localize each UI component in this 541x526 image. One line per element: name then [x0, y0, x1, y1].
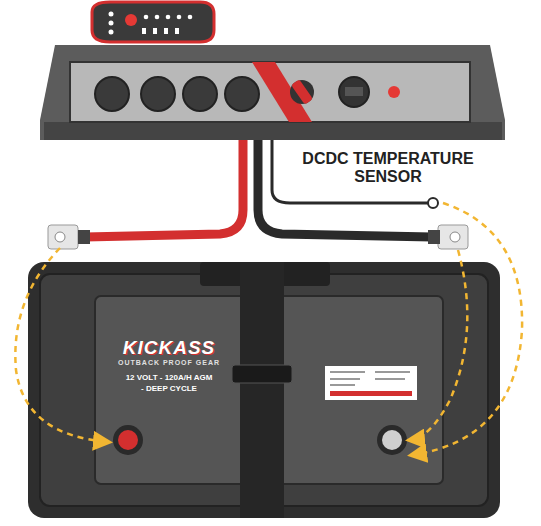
indicator-led: [388, 86, 400, 98]
voltmeter: [339, 77, 369, 107]
brand-tagline: OUTBACK PROOF GEAR: [105, 359, 233, 367]
negative-terminal: [377, 425, 407, 455]
positive-terminal: [113, 425, 143, 455]
connection-arrow: [15, 203, 522, 455]
positive-cable: [85, 140, 243, 237]
strap-buckle: [232, 365, 292, 383]
battery-strap: [240, 262, 284, 518]
dcdc-housing: [40, 45, 505, 140]
lug-crimp: [428, 230, 440, 244]
callout-label: DCDC TEMPERATURE SENSOR: [288, 150, 488, 187]
positive-post: [118, 430, 138, 450]
led-row: [142, 15, 192, 34]
led: [109, 12, 114, 17]
red-stripe: [252, 62, 312, 122]
positive-lug: [48, 225, 78, 249]
lug-hole: [450, 232, 460, 242]
negative-lug: [438, 225, 468, 249]
socket: [95, 77, 259, 111]
battery-sticker: [325, 366, 417, 400]
lug-hole: [55, 232, 65, 242]
sticker-lines: [330, 371, 410, 386]
battery-case: [28, 262, 500, 518]
led: [109, 30, 114, 35]
dcdc-base: [44, 122, 502, 140]
led: [109, 21, 114, 26]
battery-label: KICKASSOUTBACK PROOF GEAR 12 VOLT - 120A/…: [105, 338, 233, 394]
dcdc-face: [70, 62, 470, 122]
isolator-switch: [290, 80, 314, 104]
battery-spec: 12 VOLT - 120A/H AGM - DEEP CYCLE: [125, 373, 213, 394]
sensor-ring: [428, 198, 438, 208]
sticker-bar: [330, 391, 412, 396]
brand-logo: KICKASS: [105, 338, 233, 359]
lug-crimp: [78, 230, 90, 244]
voltmeter-display: [345, 87, 363, 96]
switch-knob: [291, 79, 313, 104]
remote-panel: [92, 2, 214, 42]
negative-post: [382, 430, 402, 450]
remote-button: [125, 14, 137, 26]
